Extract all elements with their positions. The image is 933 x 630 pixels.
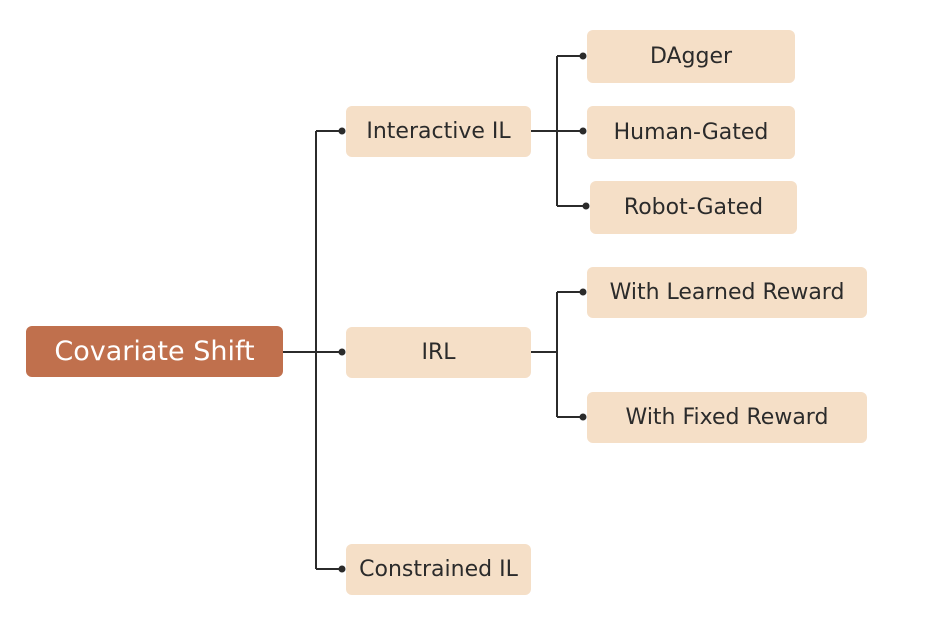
leaf-node-human-gated: Human-Gated: [587, 106, 795, 159]
connector-dot: [579, 413, 587, 421]
connector-dot: [338, 348, 346, 356]
leaf-node-with-fixed-reward: With Fixed Reward: [587, 392, 867, 443]
root-node: Covariate Shift: [26, 326, 283, 377]
branch-node-interactive-il: Interactive IL: [346, 106, 531, 157]
connector-dot: [338, 127, 346, 135]
leaf-node-with-learned-reward: With Learned Reward: [587, 267, 867, 318]
connector-dot: [579, 127, 587, 135]
leaf-node-dagger: DAgger: [587, 30, 795, 83]
connector-dot: [579, 52, 587, 60]
connector-dot: [579, 288, 587, 296]
connector-dot: [582, 202, 590, 210]
branch-node-constrained-il: Constrained IL: [346, 544, 531, 595]
leaf-node-robot-gated: Robot-Gated: [590, 181, 797, 234]
branch-node-irl: IRL: [346, 327, 531, 378]
connector-dot: [338, 565, 346, 573]
